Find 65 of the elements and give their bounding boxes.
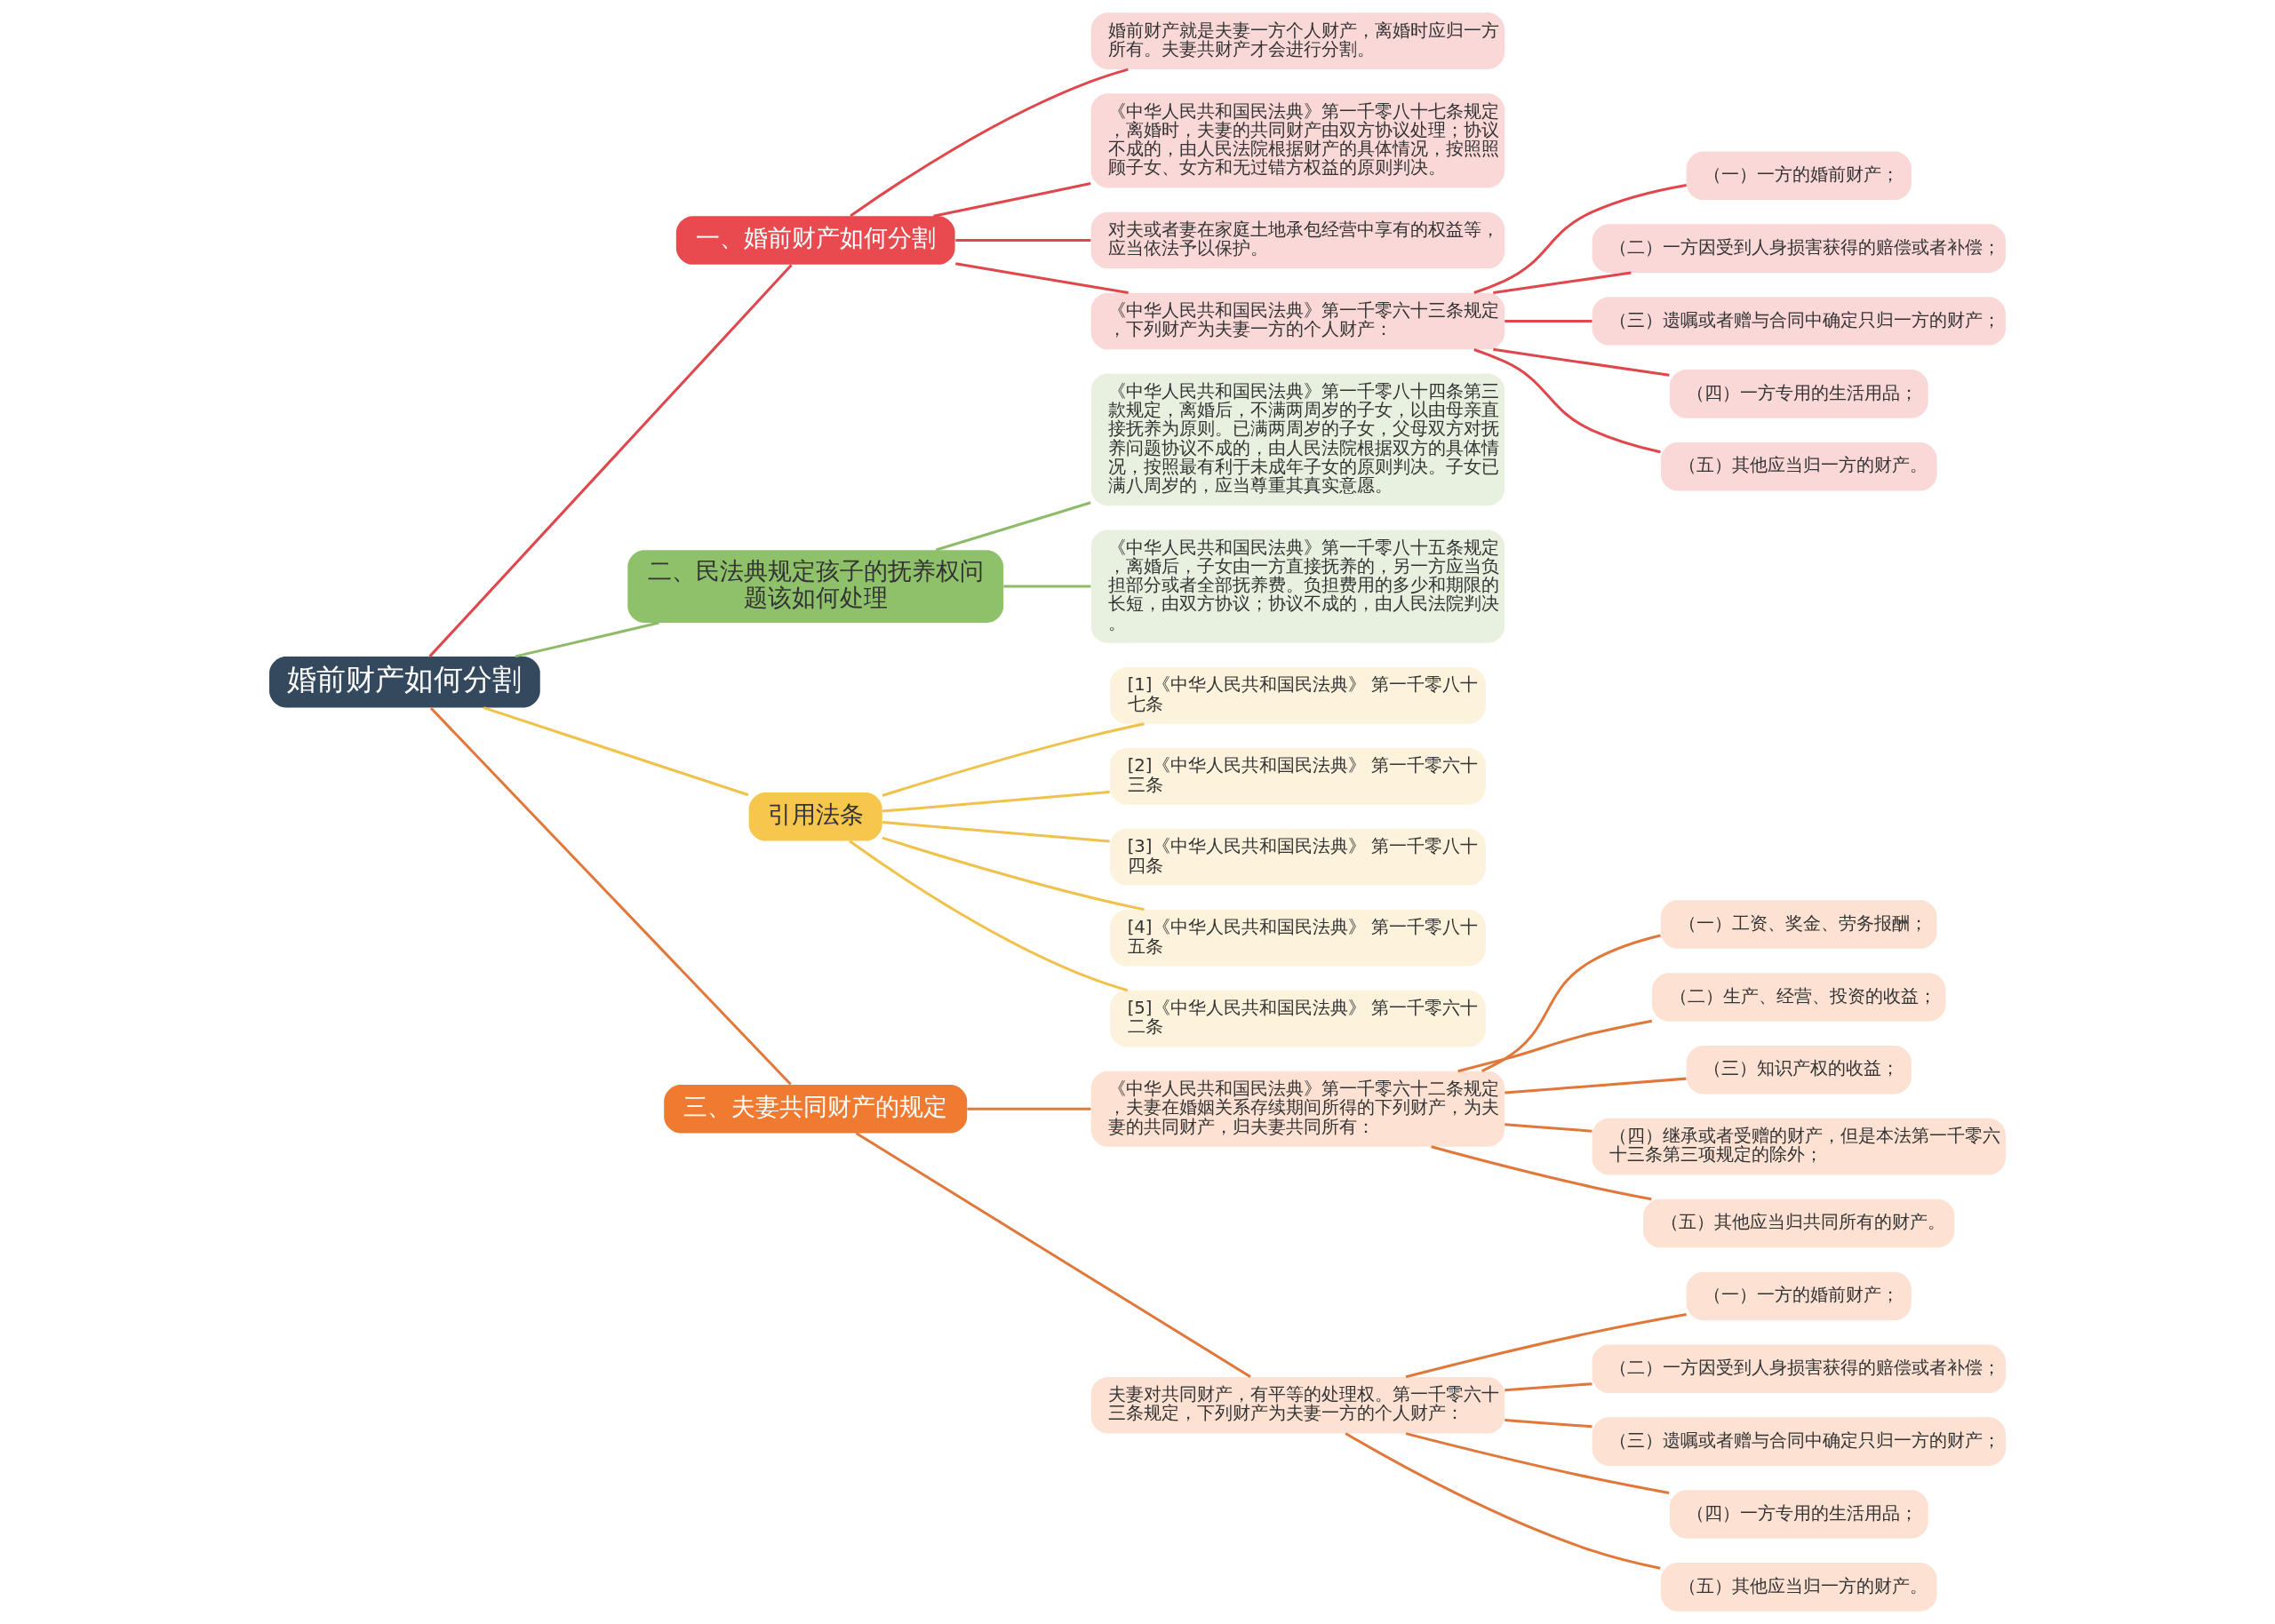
connector <box>849 840 1129 992</box>
connector <box>429 707 792 1086</box>
connector <box>1505 1419 1592 1429</box>
connector <box>955 262 1129 295</box>
node-box: 一、婚前财产如何分割 <box>675 216 955 265</box>
node-box: （一）一方的婚前财产； <box>1686 151 1912 201</box>
node-box: 《中华人民共和国民法典》第一千零八十四条第三款规定，离婚后，不满两周岁的子女，以由母亲直接抚养为原则。已满两周岁的子女，父母双方对抚养问题协议不成的，由人民法院根据双方的具体情况，按照最有利于未成年子女的原则判决。子女已满八周岁的，应当尊重其真实意愿。 <box>1090 373 1505 506</box>
node-box: 夫妻对共同财产，有平等的处理权。第一千零六十三条规定，下列财产为夫妻一方的个人财产： <box>1090 1376 1505 1434</box>
node-box: （二）一方因受到人身损害获得的赔偿或者补偿； <box>1592 224 2006 273</box>
connector <box>1003 585 1091 588</box>
node-box: （四）一方专用的生活用品； <box>1669 1490 1928 1539</box>
node-box: （二）生产、经营、投资的收益； <box>1652 973 1946 1022</box>
connector <box>1505 1123 1592 1133</box>
node-box: （一）工资、奖金、劳务报酬； <box>1660 900 1937 949</box>
node-box: （四）一方专用的生活用品； <box>1669 370 1928 418</box>
node-box: [4]《中华人民共和国民法典》 第一千零八十五条 <box>1109 909 1486 967</box>
connector <box>1481 934 1661 1072</box>
connector <box>483 706 749 797</box>
connector <box>428 264 793 657</box>
node-box: （四）继承或者受赠的财产，但是本法第一千零六十三条第三项规定的除外； <box>1592 1118 2006 1175</box>
node-box: [1]《中华人民共和国民法典》 第一千零八十七条 <box>1109 667 1486 724</box>
node-box: （五）其他应当归一方的财产。 <box>1660 442 1937 491</box>
node-box: 三、夫妻共同财产的规定 <box>664 1084 968 1134</box>
node-box: 对夫或者妻在家庭土地承包经营中享有的权益等，应当依法予以保护。 <box>1090 211 1505 269</box>
connector <box>882 791 1110 813</box>
connector <box>515 621 659 658</box>
node-box: 《中华人民共和国民法典》第一千零八十七条规定，离婚时，夫妻的共同财产由双方协议处理；协议不成的，由人民法院根据财产的具体情况，按照照顾子女、女方和无过错方权益的原则判决。 <box>1090 93 1505 188</box>
connector <box>1505 1077 1687 1095</box>
connector <box>882 821 1110 843</box>
node-box: [5]《中华人民共和国民法典》 第一千零六十二条 <box>1109 990 1486 1047</box>
connector <box>1505 1382 1592 1392</box>
node-box: 婚前财产就是夫妻一方个人财产，离婚时应归一方所有。夫妻共财产才会进行分割。 <box>1090 12 1505 70</box>
node-box: （一）一方的婚前财产； <box>1686 1271 1912 1321</box>
node-box: （三）知识产权的收益； <box>1686 1046 1912 1095</box>
node-box: （五）其他应当归一方的财产。 <box>1660 1563 1937 1612</box>
connector <box>1431 1145 1652 1201</box>
connector <box>850 68 1129 218</box>
node-box: [2]《中华人民共和国民法典》 第一千零六十三条 <box>1109 748 1486 805</box>
node-box: 婚前财产如何分割 <box>269 656 540 708</box>
connector <box>1405 1432 1670 1494</box>
node-box: 引用法条 <box>748 792 882 841</box>
connector <box>1457 1019 1653 1073</box>
node-box: 《中华人民共和国民法典》第一千零六十三条规定，下列财产为夫妻一方的个人财产： <box>1090 292 1505 350</box>
node-box: （二）一方因受到人身损害获得的赔偿或者补偿； <box>1592 1344 2006 1394</box>
connector <box>1473 184 1687 294</box>
node-box: （三）遗嘱或者赠与合同中确定只归一方的财产； <box>1592 1417 2006 1466</box>
connector <box>882 722 1145 797</box>
connector <box>855 1132 1251 1378</box>
connector <box>1473 348 1661 454</box>
connector <box>935 501 1091 552</box>
node-box: [3]《中华人民共和国民法典》 第一千零八十四条 <box>1109 828 1486 886</box>
connector <box>955 239 1091 243</box>
connector <box>1405 1312 1687 1379</box>
connector <box>1493 347 1670 377</box>
node-box: 《中华人民共和国民法典》第一千零八十五条规定，离婚后，子女由一方直接抚养的，另一方应当负担部分或者全部抚养费。负担费用的多少和期限的长短，由双方协议；协议不成的，由人民法院判决。 <box>1090 529 1505 643</box>
node-box: （三）遗嘱或者赠与合同中确定只归一方的财产； <box>1592 297 2006 346</box>
connector <box>1345 1432 1661 1570</box>
connector <box>882 836 1145 912</box>
connector <box>933 182 1091 218</box>
node-box: 二、民法典规定孩子的抚养权问题该如何处理 <box>627 550 1004 624</box>
connector <box>967 1107 1091 1111</box>
connector <box>1505 319 1592 322</box>
connector <box>1493 271 1632 295</box>
node-box: 《中华人民共和国民法典》第一千零六十二条规定，夫妻在婚姻关系存续期间所得的下列财产，为夫妻的共同财产，归夫妻共同所有： <box>1090 1071 1505 1147</box>
node-box: （五）其他应当归共同所有的财产。 <box>1643 1198 1955 1248</box>
